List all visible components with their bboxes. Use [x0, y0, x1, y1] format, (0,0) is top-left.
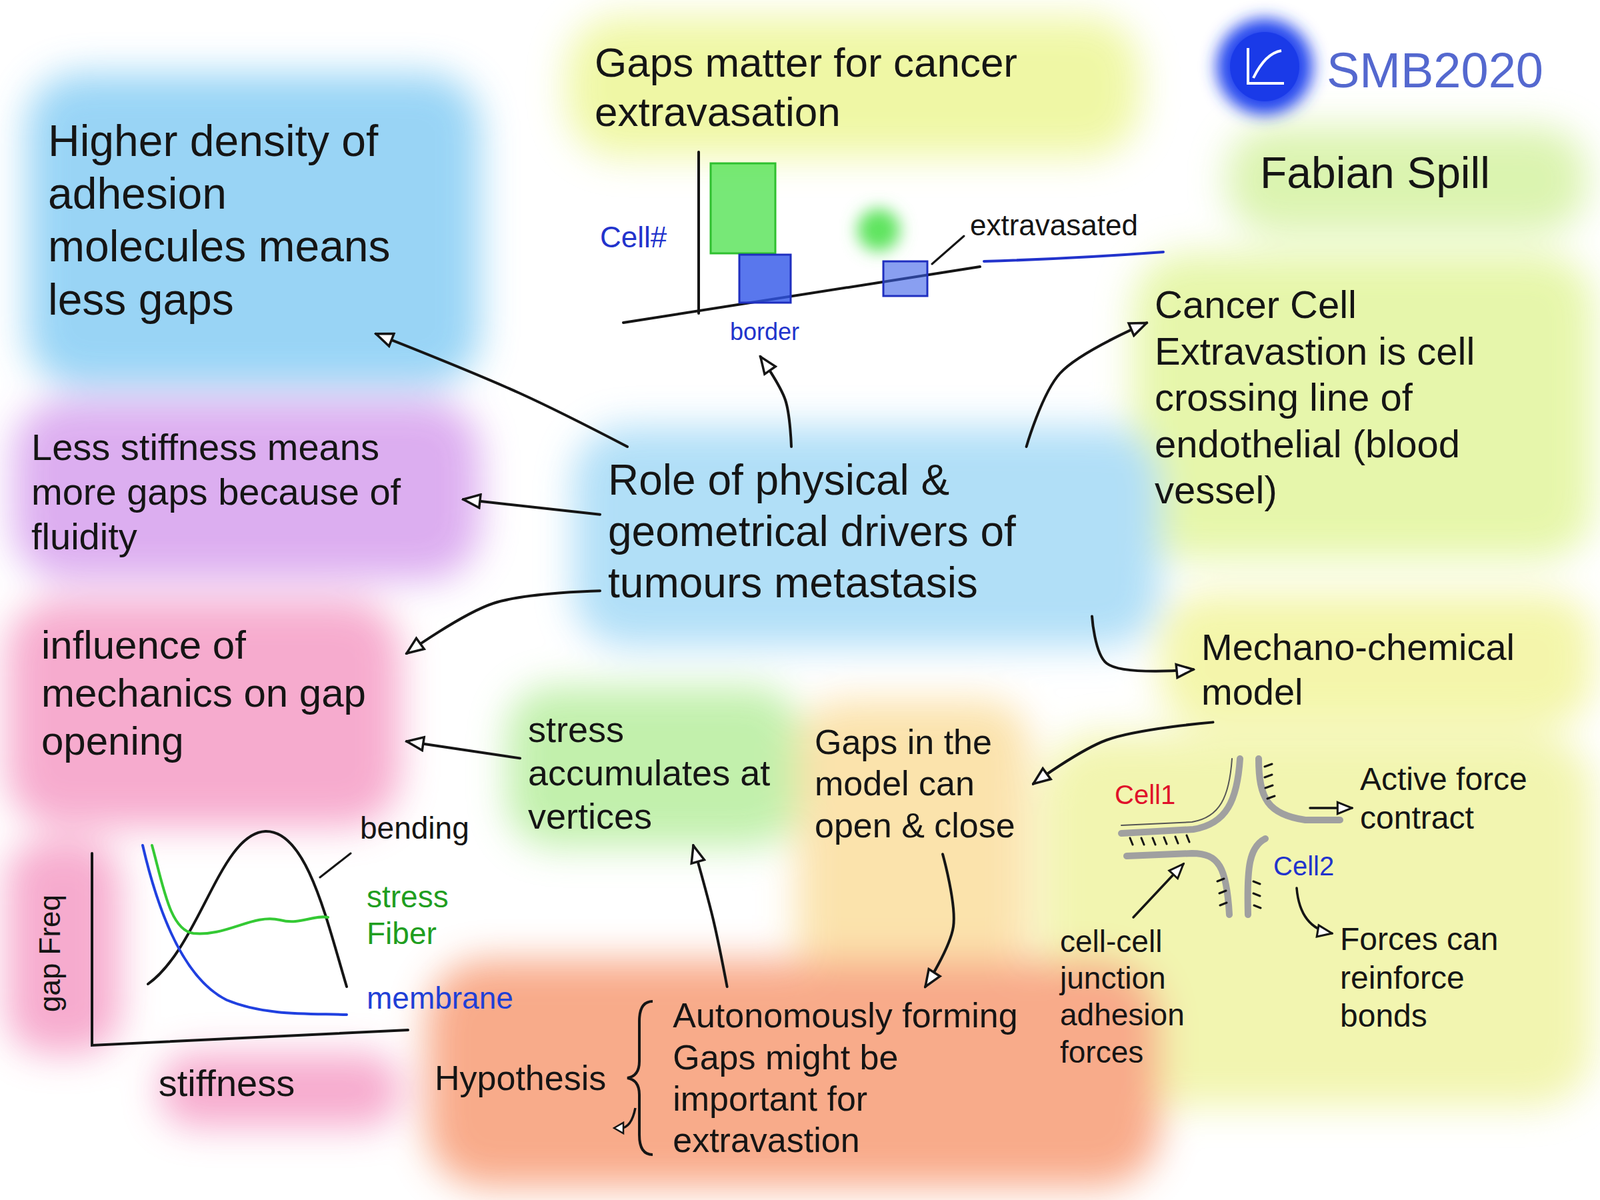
note-text: Cancer Cell Extravastion is cell crossin… — [1154, 281, 1572, 514]
note-text: influence of mechanics on gap opening — [41, 621, 399, 766]
speaker-name: Fabian Spill — [1260, 146, 1490, 200]
sketch-note: Higher density of adhesion molecules mea… — [40, 106, 414, 334]
curve-label: membrane — [366, 980, 514, 1017]
cell-boundary — [1126, 853, 1230, 915]
cell-boundary — [1248, 838, 1266, 915]
cell-count-chart — [623, 152, 1164, 323]
curve-label: stress Fiber — [366, 878, 500, 952]
leader-line — [320, 853, 351, 878]
green-wash — [506, 686, 800, 847]
cell-boundary — [1258, 758, 1340, 820]
logo-axes — [1248, 48, 1284, 84]
blue-bar — [883, 261, 928, 296]
sketch-arrow — [406, 590, 600, 654]
sketch-arrow — [1092, 616, 1194, 671]
sketch-arrow — [406, 741, 520, 758]
blue-bar — [739, 254, 791, 303]
leader-arrow — [1133, 864, 1184, 918]
curve-label: bending — [360, 810, 470, 847]
leader-line — [932, 236, 964, 264]
green-wash — [1226, 126, 1587, 234]
sketch-arrow — [1026, 322, 1147, 447]
purple-wash — [13, 400, 480, 580]
sketch-note: Gaps in the model can open & close — [806, 713, 1034, 854]
annotation: Active force contract — [1360, 760, 1560, 837]
sketch-note: Mechano-chemical model — [1193, 616, 1587, 722]
note-text: Autonomously forming Gaps might be impor… — [672, 994, 1020, 1162]
pink-wash — [6, 600, 400, 827]
note-text: Less stiffness means more gaps because o… — [31, 424, 456, 560]
sketch-note: Role of physical & geometrical drivers o… — [600, 446, 1147, 616]
chart-axis — [697, 152, 700, 314]
sketch-note: stress accumulates at vertices — [520, 700, 787, 846]
underline — [984, 252, 1164, 262]
salmon-wash — [426, 960, 1160, 1187]
yellow-wash — [1040, 733, 1594, 1107]
sketch-note: Gaps matter for cancer extravasation — [586, 30, 1114, 357]
pink-wash — [6, 840, 120, 1054]
note-text: Hypothesis — [434, 1057, 606, 1099]
sketch-note: Hypothesis Autonomously forming Gaps migh… — [426, 986, 1028, 1170]
green-bar — [710, 163, 776, 254]
axis-label: border — [730, 317, 800, 346]
chart-axes — [92, 853, 408, 1046]
sketch-arrow — [463, 499, 600, 515]
brace-stroke — [627, 1001, 653, 1155]
gap-frequency-chart — [92, 831, 408, 1046]
conference-logo — [1216, 18, 1313, 115]
sketch-arrow — [760, 356, 792, 447]
logo-glow — [1216, 18, 1313, 115]
note-text: stress accumulates at vertices — [528, 708, 779, 838]
force-arrow — [1310, 806, 1352, 810]
cell-label: Cell2 — [1273, 850, 1334, 882]
sketch-note: Less stiffness means more gaps because o… — [23, 416, 464, 568]
blue-wash — [573, 426, 1160, 647]
bending-curve — [148, 831, 347, 987]
watercolor-blobs — [6, 16, 1594, 1187]
note-text: Gaps matter for cancer extravasation — [594, 38, 1106, 138]
brace — [612, 994, 666, 1162]
axis-label: gap Freq — [32, 894, 68, 1012]
annotation: cell-cell junction adhesion forces — [1060, 923, 1227, 1071]
chart-label: extravasated — [970, 208, 1138, 244]
logo-disc — [1230, 32, 1300, 102]
yellow-wash — [566, 16, 1140, 157]
arrow-head — [614, 1122, 624, 1134]
note-text: Higher density of adhesion molecules mea… — [48, 114, 406, 326]
logo-curve — [1253, 50, 1282, 78]
sketch-arrow — [376, 334, 628, 447]
leader-arrow — [1296, 888, 1332, 934]
sketch-note: influence of mechanics on gap opening — [33, 613, 407, 774]
orange-wash — [796, 700, 1030, 980]
stress-fiber-curve — [152, 845, 328, 934]
note-text: Gaps in the model can open & close — [814, 721, 1026, 846]
event-name: SMB2020 — [1326, 41, 1544, 101]
axis-label: stiffness — [158, 1060, 295, 1106]
note-text: Role of physical & geometrical drivers o… — [608, 454, 1139, 608]
membrane-curve — [142, 845, 347, 1015]
note-text: Mechano-chemical model — [1201, 624, 1579, 714]
annotation: Forces can reinforce bonds — [1340, 920, 1520, 1036]
sketch-arrow — [693, 845, 728, 987]
sketch-arrow — [925, 854, 954, 987]
cell-label: Cell1 — [1114, 778, 1176, 811]
sketch-note: Cancer Cell Extravastion is cell crossin… — [1146, 273, 1580, 522]
green-blob — [857, 208, 900, 252]
axis-label: Cell# — [600, 220, 667, 256]
yellow-green-wash — [1133, 253, 1594, 560]
blue-wash — [26, 73, 480, 387]
sketch-arrow — [1033, 722, 1214, 784]
yellow-wash — [1160, 593, 1594, 727]
